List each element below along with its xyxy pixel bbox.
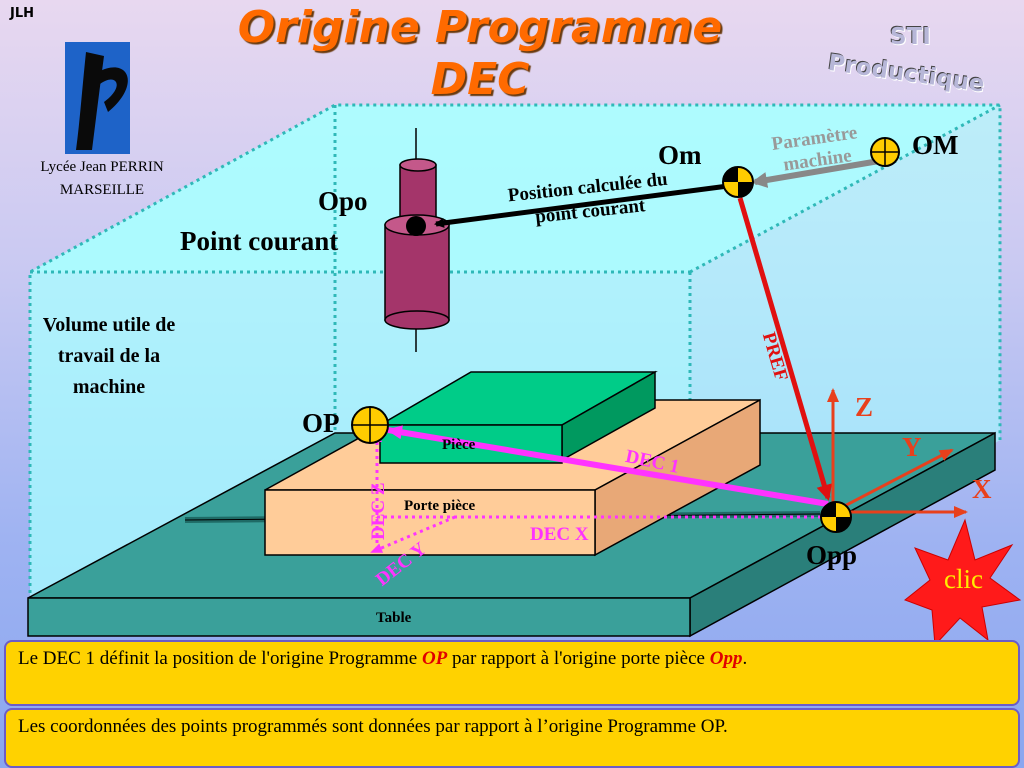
volume-line-3: machine <box>72 376 146 398</box>
title-line-2: DEC <box>430 54 530 105</box>
origin-opp-icon <box>820 501 852 533</box>
opp-label: Opp <box>806 540 858 570</box>
origin-op-icon <box>351 406 389 444</box>
box1-op: OP <box>421 648 448 669</box>
machine-parameter-arrow <box>751 157 886 188</box>
school-line-2: MARSEILLE <box>59 182 145 198</box>
dec-y-arrow <box>370 515 456 554</box>
axis-z-label: Z <box>855 392 874 422</box>
table-label: Table <box>376 610 412 626</box>
dec-z-label: DEC Z <box>368 482 389 540</box>
dec-x-label: DEC X <box>530 524 589 545</box>
box1-text-mid: par rapport à l'origine porte pièce <box>447 648 710 669</box>
op-label: OP <box>302 408 340 438</box>
school-line-1: Lycée Jean PERRIN <box>40 159 164 175</box>
explanation-box-2: Les coordonnées des points programmés so… <box>4 708 1020 768</box>
porte-piece-label: Porte pièce <box>404 498 476 514</box>
point-courant-label: Point courant <box>180 226 339 256</box>
school-logo <box>65 42 130 154</box>
clic-burst-icon[interactable] <box>903 518 1022 647</box>
origin-om-mesure-icon <box>722 166 754 198</box>
tool <box>384 128 450 352</box>
box1-opp: Opp <box>709 648 743 669</box>
piece-label: Pièce <box>442 437 476 453</box>
opo-label: Opo <box>318 186 368 216</box>
pref-arrow <box>737 197 833 501</box>
sti-badge: STI Productique <box>826 24 1010 98</box>
sti-line-1: STI <box>890 24 931 50</box>
box1-text-end: . <box>742 648 748 669</box>
volume-line-2: travail de la <box>57 345 161 367</box>
dec1-arrow <box>386 425 829 507</box>
axis-arrows <box>827 388 968 518</box>
title-line-1: Origine Programme <box>237 2 723 53</box>
author-tag: JLH <box>10 6 35 21</box>
explanation-box-1: Le DEC 1 définit la position de l'origin… <box>4 640 1020 706</box>
page-title: Origine Programme DEC <box>200 2 760 106</box>
clic-label[interactable]: clic <box>944 564 983 594</box>
volume-line-1: Volume utile de <box>42 314 176 336</box>
axis-y-label: Y <box>902 432 922 462</box>
axis-x-label: X <box>972 474 992 504</box>
school-name: Lycée Jean PERRIN MARSEILLE <box>18 156 186 202</box>
om-mesure-label: Om <box>658 140 702 170</box>
origin-om-machine-icon <box>870 137 900 167</box>
om-machine-label: OM <box>912 130 959 160</box>
work-volume-label: Volume utile de travail de la machine <box>14 310 204 403</box>
position-vector <box>434 183 729 228</box>
box1-text-start: Le DEC 1 définit la position de l'origin… <box>18 648 422 669</box>
